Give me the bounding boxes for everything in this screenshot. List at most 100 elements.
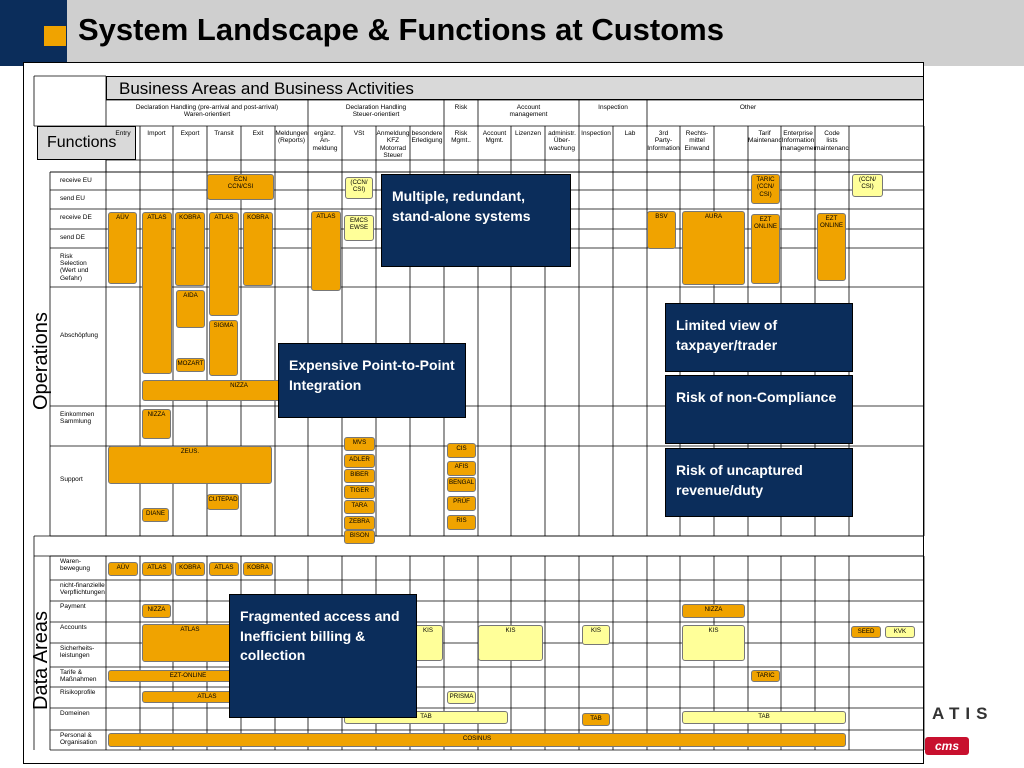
operations-row-label: send EU [60,195,85,202]
data-row-label: Risikoprofile [60,689,96,696]
system-seed: SEED [851,626,881,638]
system-aida: AIDA [176,290,205,328]
system-afis: AFIS [447,461,476,476]
function-label: Entry [115,130,131,137]
operations-row-label: send DE [60,234,85,241]
business-areas-title: Business Areas and Business Activities [119,79,414,98]
header-bar [0,0,1024,66]
header-orange-square [44,26,66,46]
system-d-nizza1: NIZZA [142,604,171,618]
data-row-label: Domeinen [60,710,90,717]
system-nizza2: NIZZA [142,409,171,439]
callout-non-compliance: Risk of non-Compliance [665,375,853,444]
system-auev: AÜV [108,212,137,284]
area-label: Other [739,104,757,111]
business-areas-band: Business Areas and Business Activities [106,76,924,100]
system-atlas1: ATLAS [142,212,172,374]
page-title: System Landscape & Functions at Customs [78,12,724,47]
system-bsv: BSV [647,211,676,249]
system-tab3: TAB [682,711,846,724]
data-row-label: Sicherheits- leistungen [60,645,95,660]
function-label: Lab [624,130,636,137]
system-bengal: BENGAL [447,477,476,492]
callout-fragmented-access: Fragmented access and Inefficient billin… [229,594,417,718]
system-cosinus: COSINUS [108,733,846,747]
system-ccn1: (CCN/ CSI) [345,177,373,199]
operations-row-label: Abschöpfung [60,331,98,339]
system-kis3: KIS [582,625,610,645]
system-ris: RIS [447,515,476,530]
system-d-atlas2: ATLAS [209,562,239,576]
function-label: Export [180,130,200,137]
function-label: 3rd Party- Information [647,130,680,152]
system-diane: DIANE [142,508,169,522]
system-mozart: MOZART [176,358,205,372]
area-label: Risk [454,104,468,111]
system-emcs: EMCS EWSE [344,215,374,241]
function-label: Rechts- mittel Einwand [684,130,710,152]
system-biber: BIBER [344,469,375,483]
system-kis2: KIS [478,625,543,661]
data-row-label: nicht-finanzielle Verpflichtungen [60,582,105,597]
function-label: Meldungen (Reports) [275,130,308,145]
data-row-label: Waren- bewegung [60,558,90,573]
system-tiger: TIGER [344,485,375,499]
callout-point-to-point: Expensive Point-to-Point Integration [278,343,466,418]
operations-row-label: Support [60,476,83,483]
function-label: VSt [353,130,365,137]
data-areas-label: Data Areas [30,611,52,710]
system-d-atlas3: ATLAS [142,624,238,662]
system-kobra2: KOBRA [243,212,273,286]
data-row-label: Accounts [60,624,87,631]
system-d-auev: AÜV [108,562,138,576]
logo-cms: cms [925,737,969,755]
function-label: Tarif Maintenance [748,130,781,145]
callout-limited-view: Limited view of taxpayer/trader [665,303,853,372]
callout-uncaptured-revenue: Risk of uncaptured revenue/duty [665,448,853,517]
function-label [714,130,748,160]
operations-row-label: receive EU [60,177,92,184]
system-kis1: KIS [413,625,443,661]
area-label: Declaration Handling Steuer-orientiert [345,104,407,119]
system-mvs: MVS [344,437,375,451]
system-kis4: KIS [682,625,745,661]
functions-label: Functions [37,126,136,160]
system-pruef: PRÜF [447,496,476,511]
data-row-label: Personal & Organisation [60,732,97,747]
system-ccn2: (CCN/ CSI) [852,174,883,197]
data-row-label: Payment [60,603,86,610]
system-atlas3: ATLAS [311,211,341,291]
system-ecn: ECN CCN/CSI [207,174,274,200]
operations-row-label: Einkommen Sammlung [60,411,95,426]
system-sigma: SIGMA [209,320,238,376]
operations-label: Operations [30,312,52,410]
function-label: Transit [214,130,234,137]
function-label: Risk Mgmt.. [451,130,471,145]
operations-row-label: Risk Selection (Wert und Gefahr) [60,252,89,282]
area-label: Inspection [598,104,628,111]
area-label: Account management [509,104,548,119]
system-d-kobra2: KOBRA [243,562,273,576]
logo-atis: ATIS [932,704,994,723]
operations-row-label: receive DE [60,214,92,221]
function-label: Import [147,130,166,137]
system-zeus: ZEUS. [108,446,272,484]
function-label: Account Mgmt. [482,130,507,145]
system-kvk: KVK [885,626,915,638]
system-taric2: TARIC [751,670,780,682]
system-ezt1: EZT ONLINE [751,214,780,284]
function-label: Exit [252,130,264,137]
system-tab2: TAB [582,713,610,726]
system-d-kobra1: KOBRA [175,562,205,576]
system-ezt2: EZT ONLINE [817,213,846,281]
system-zebra: ZEBRA [344,516,375,530]
function-label: Code lists maintenance [815,130,849,152]
system-adler: ADLER [344,454,375,468]
system-prisma: PRISMA [447,691,476,704]
system-cutepad: CUTEPAD [207,494,239,510]
function-label: Lizenzen [514,130,542,137]
function-label: Enterprise Information management [781,130,815,152]
system-d-atlas1: ATLAS [142,562,172,576]
system-kobra1: KOBRA [175,212,205,286]
system-cis: CIS [447,443,476,458]
